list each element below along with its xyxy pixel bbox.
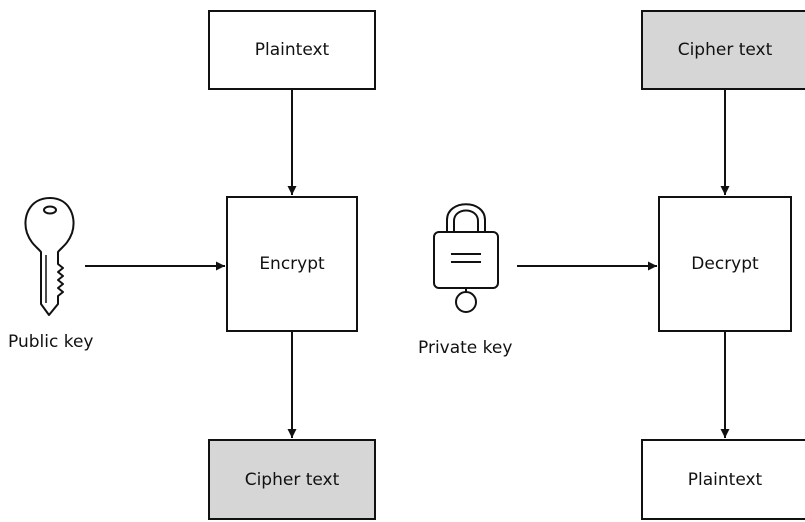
decrypt-output-label: Plaintext (687, 469, 763, 490)
public-key-label: Public key (8, 332, 94, 352)
key-icon (24, 197, 75, 316)
decrypt-input-box: Cipher text (641, 10, 805, 90)
encrypt-process-label: Encrypt (259, 254, 325, 274)
encrypt-input-box: Plaintext (208, 10, 376, 90)
private-key-label: Private key (418, 338, 513, 358)
encrypt-process-box: Encrypt (226, 196, 358, 332)
encrypt-output-box: Cipher text (208, 439, 376, 520)
decrypt-process-label: Decrypt (691, 254, 759, 274)
encrypt-output-label: Cipher text (244, 469, 340, 490)
padlock-icon (433, 203, 499, 313)
decrypt-output-box: Plaintext (641, 439, 805, 520)
decrypt-input-label: Cipher text (677, 40, 773, 60)
encrypt-input-label: Plaintext (254, 40, 330, 60)
decrypt-process-box: Decrypt (658, 196, 792, 332)
